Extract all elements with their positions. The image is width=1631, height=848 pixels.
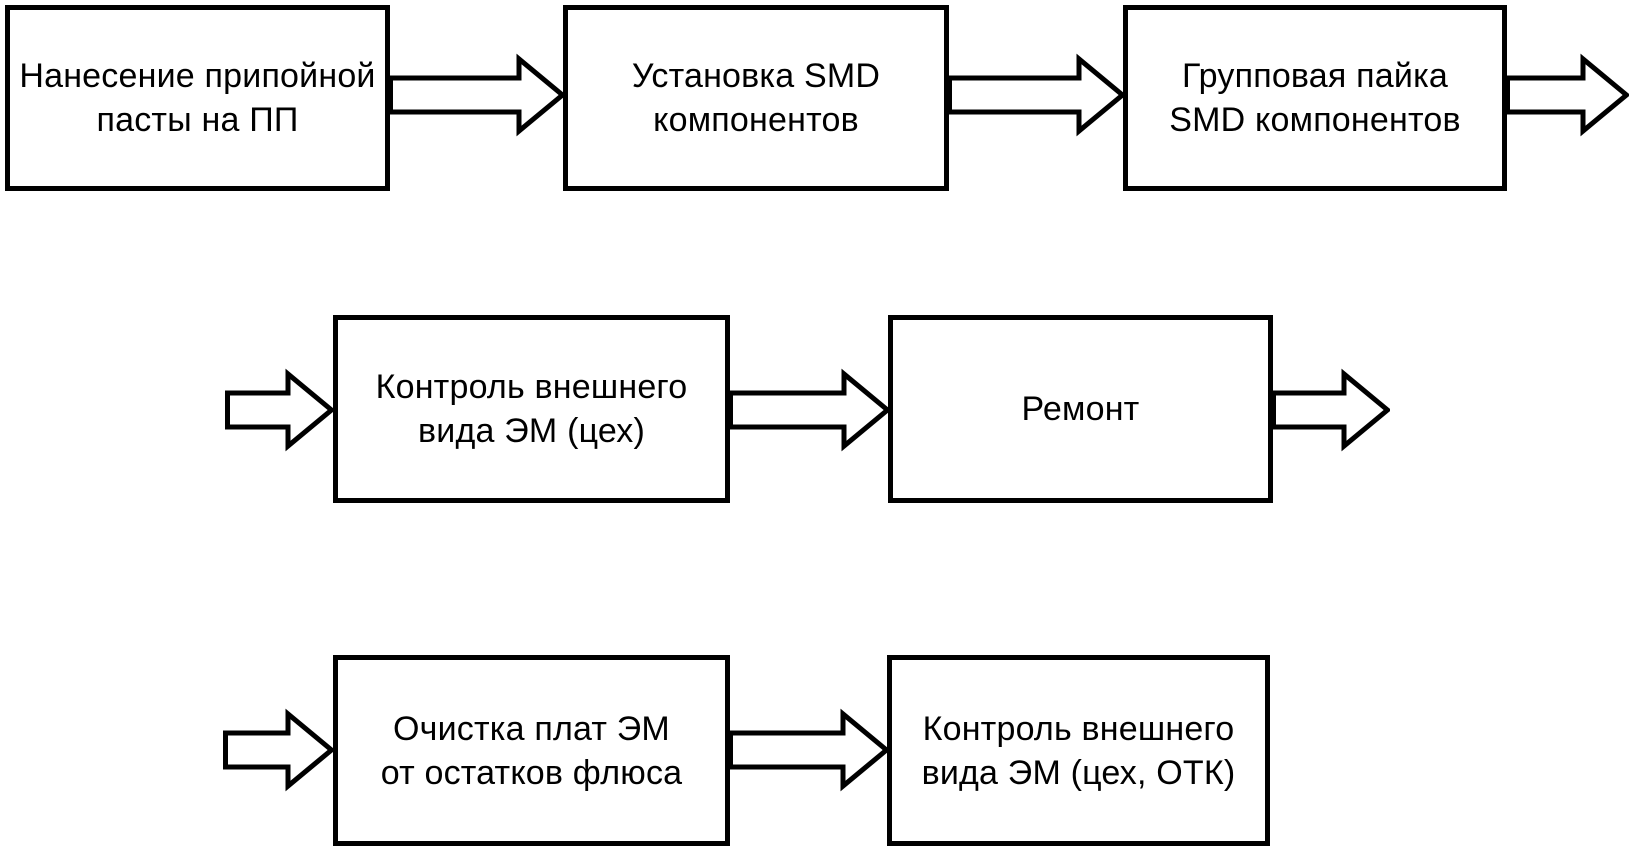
flow-box-label: Ремонт: [1021, 390, 1140, 428]
arrow-row2-entry-icon: [225, 368, 334, 452]
flow-box-group-soldering-smd: Групповая пайка SMD компонентов: [1123, 5, 1507, 191]
flow-box-label: Контроль внешнего вида ЭМ (цех, ОТК): [921, 709, 1236, 792]
flow-box-visual-inspection-shop: Контроль внешнего вида ЭМ (цех): [333, 315, 730, 503]
flow-box-label: Установка SMD компонентов: [631, 57, 881, 139]
arrow-cleaning-to-inspection-icon: [728, 708, 889, 792]
flow-box-flux-cleaning: Очистка плат ЭМ от остатков флюса: [333, 655, 730, 846]
flow-box-place-smd-components: Установка SMD компонентов: [563, 5, 949, 191]
flow-box-label: Контроль внешнего вида ЭМ (цех): [375, 368, 688, 450]
flow-box-repair: Ремонт: [888, 315, 1273, 503]
arrow-inspection-to-repair-icon: [728, 368, 890, 452]
arrow-apply-to-place-icon: [388, 53, 565, 137]
flow-box-visual-inspection-qc: Контроль внешнего вида ЭМ (цех, ОТК): [887, 655, 1270, 846]
flow-box-label: Групповая пайка SMD компонентов: [1169, 57, 1461, 139]
flow-box-label: Нанесение припойной пасты на ПП: [19, 57, 376, 139]
arrow-row3-entry-icon: [223, 708, 334, 792]
flow-box-apply-solder-paste: Нанесение припойной пасты на ПП: [5, 5, 390, 191]
arrow-row2-exit-icon: [1271, 368, 1390, 452]
flow-box-label: Очистка плат ЭМ от остатков флюса: [380, 709, 683, 792]
arrow-place-to-soldering-icon: [947, 53, 1125, 137]
arrow-row1-exit-icon: [1505, 53, 1629, 137]
